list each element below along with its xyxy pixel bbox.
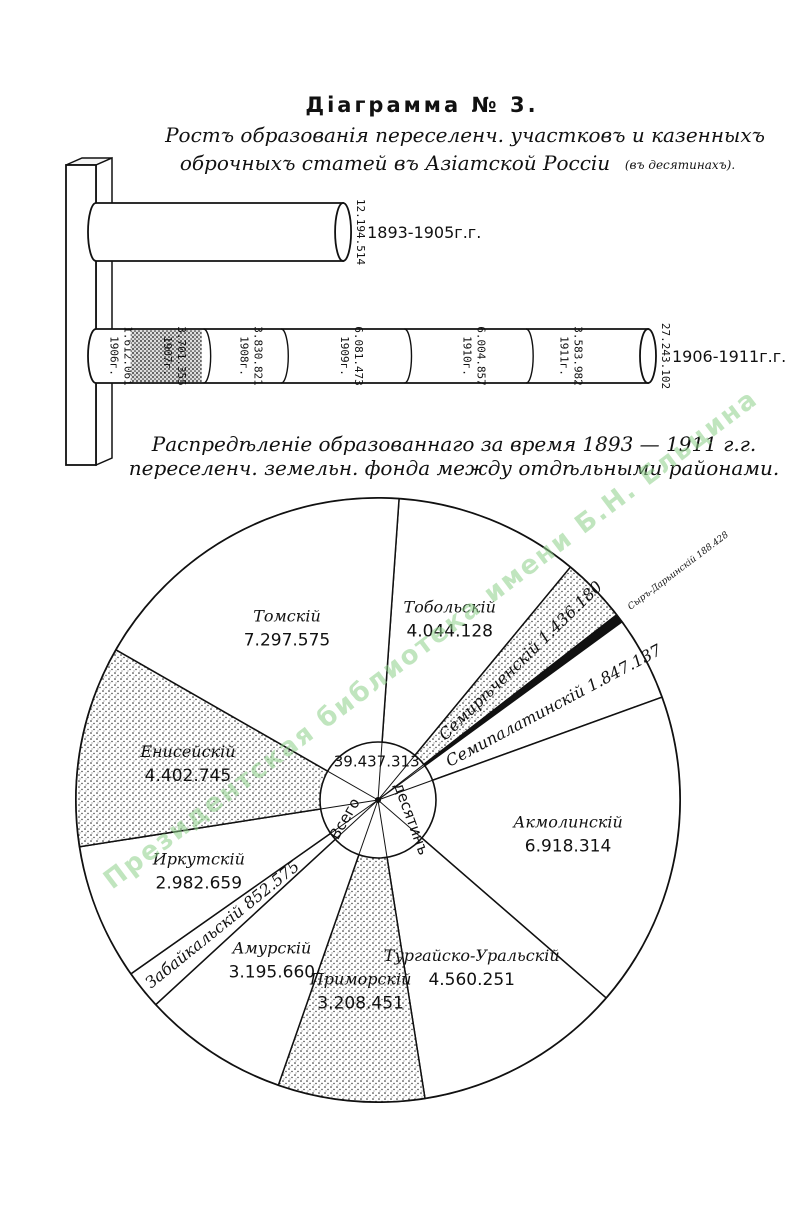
pie-inner-spoke (334, 799, 379, 840)
pie-label-1: Тобольскій 4.044.128 (403, 598, 496, 642)
segment-year-label: 1908г. (237, 336, 250, 376)
segment-divider (525, 328, 534, 384)
pie-slice-value: 4.044.128 (406, 622, 493, 642)
pie-slice-5 (376, 696, 681, 999)
pie-label-8: Амурскій 3.195.660 (229, 939, 316, 983)
pie-inner-spoke (377, 754, 416, 801)
bar-chart-title-line2: оброчныхъ статей въ Азіатской Россіи (180, 151, 610, 175)
pie-inner-spoke (377, 779, 433, 801)
pie-slice-name: Приморскій (309, 969, 412, 988)
pie-inner-spoke (377, 765, 426, 801)
bar-chart-unit: (въ десятинахъ). (625, 158, 735, 172)
pie-slice-value: 6.918.314 (525, 836, 612, 856)
pie-slice-7 (277, 799, 426, 1103)
pie-inner-spoke (377, 799, 388, 858)
segment-divider (281, 328, 289, 384)
bar-period-label: 1906-1911г.г. (672, 347, 786, 366)
pie-inner-spoke (327, 770, 379, 801)
segment-fill (130, 330, 202, 382)
diagram-title: Діаграмма № 3. (305, 93, 538, 117)
pie-label-6: Тургайско-Уральскій 4.560.251 (384, 946, 560, 990)
segment-value-label: 6.081.473 (352, 326, 365, 386)
pie-slice-value: 4.402.745 (145, 766, 232, 786)
pie-slice-value: 3.208.451 (317, 993, 404, 1013)
pie-slice-10 (78, 799, 379, 975)
bar-body (87, 328, 649, 384)
pie-slice-1 (377, 497, 572, 803)
pie-chart-title-line1: Распредѣленіе образованнаго за время 189… (151, 432, 756, 456)
bar-body (87, 202, 344, 262)
segment-value-label: 3.701.355 (175, 326, 188, 386)
bar-end-cap (639, 328, 657, 384)
pie-slice-name: Акмолинскій (512, 812, 623, 831)
segment-year-label: 1910г. (460, 336, 473, 376)
pie-slice-name: Енисейскій (139, 742, 235, 761)
bar-period-label: 1893-1905г.г. (367, 223, 481, 242)
pie-slice-name: Томскій (253, 606, 321, 625)
pie-label-11: Енисейскій 4.402.745 (139, 742, 235, 786)
bar-value-label: 12.194.514 (354, 199, 367, 266)
pie-slice-value: 7.297.575 (244, 630, 331, 650)
segment-value-label: 3.583.982 (571, 326, 584, 386)
pie-label-5: Акмолинскій 6.918.314 (512, 812, 623, 856)
pie-total-label: 39.437.313 (334, 753, 420, 771)
pie-label-3: Сыръ-Дарьинскій 188.428 (626, 530, 731, 612)
segment-divider (203, 328, 212, 384)
pie-slice-6 (376, 798, 608, 1100)
pie-inner-spoke (358, 799, 379, 855)
pie-slice-name: Иркутскій (152, 849, 245, 868)
pie-label-7: Приморскій 3.208.451 (309, 969, 412, 1013)
segment-year-label: 1909г. (338, 336, 351, 376)
segment-year-label: 1906г. (107, 336, 120, 376)
pie-slice-name: Тургайско-Уральскій (384, 946, 560, 965)
pie-inner-spoke (320, 799, 379, 810)
pie-slice-value: 2.982.659 (156, 873, 243, 893)
bar-value-label: 27.243.102 (659, 323, 672, 389)
pie-slice-value: 4.560.251 (428, 970, 515, 990)
pie-slice-value: 3.195.660 (229, 963, 316, 983)
pie-slice-name: Амурскій (231, 939, 311, 958)
pie-slice-12 (114, 497, 400, 802)
pie-slice-name: Тобольскій (403, 598, 496, 617)
pie-label-12: Томскій 7.297.575 (244, 606, 331, 650)
segment-year-label: 1911г. (557, 336, 570, 376)
pie-inner-spoke (330, 799, 379, 834)
segment-year-label: 1907г. (161, 336, 174, 376)
segment-value-label: 3.830.821 (251, 326, 264, 386)
pie-slice-11 (75, 648, 381, 848)
segment-divider (404, 328, 413, 384)
pie-slice-name: Сыръ-Дарьинскій 188.428 (626, 530, 731, 612)
pie-inner-spoke (377, 799, 423, 839)
bar-end-cap (334, 202, 352, 262)
pie-inner-spoke (377, 742, 383, 801)
pie-label-10: Иркутскій 2.982.659 (152, 849, 245, 893)
pie-slice-8 (154, 799, 379, 1087)
bar-chart-title-line1: Ростъ образованія переселенч. участковъ … (164, 123, 765, 147)
pie-chart-title-line2: переселенч. земельн. фонда между отдѣльн… (129, 456, 779, 480)
segment-value-label: 6.004.857 (474, 326, 487, 386)
